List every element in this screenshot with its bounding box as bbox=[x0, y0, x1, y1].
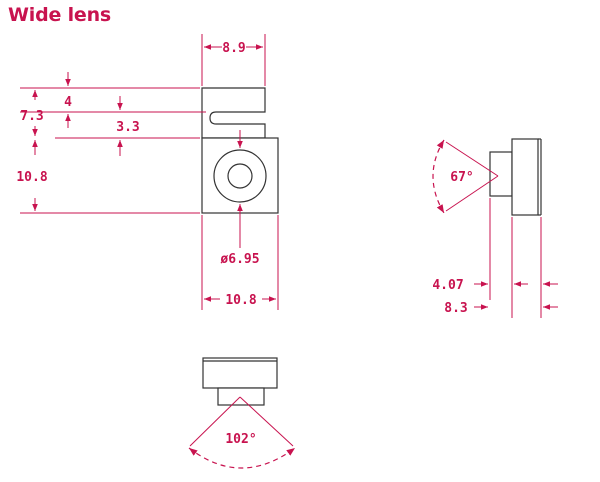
dim-notch-height: 3.3 bbox=[116, 120, 139, 135]
side-fov-label: 67° bbox=[450, 170, 473, 185]
bottom-body bbox=[202, 357, 278, 389]
bottom-fov-label: 102° bbox=[225, 432, 256, 447]
dim-lens-diameter: ø6.95 bbox=[220, 252, 259, 267]
side-fov-arc bbox=[432, 139, 445, 214]
front-view: 8.9 4 7.3 3.3 10.8 ø6.95 10.8 bbox=[16, 34, 279, 310]
dim-body-height: 10.8 bbox=[16, 170, 47, 185]
dim-lens-depth: 4.07 bbox=[432, 278, 463, 293]
camera-top-tab bbox=[201, 87, 266, 139]
dim-width-top: 8.9 bbox=[222, 41, 245, 56]
bottom-fov-arc bbox=[188, 447, 296, 469]
dim-body-width: 10.8 bbox=[225, 293, 256, 308]
side-view: 67° 4.07 8.3 bbox=[432, 138, 558, 318]
side-body bbox=[511, 138, 539, 216]
dim-total-height: 7.3 bbox=[20, 109, 43, 124]
dim-total-depth: 8.3 bbox=[444, 301, 467, 316]
title: Wide lens bbox=[8, 4, 112, 26]
side-lens bbox=[489, 151, 513, 197]
lens-inner bbox=[227, 163, 253, 189]
bottom-view: 102° bbox=[188, 357, 296, 469]
dim-top-height: 4 bbox=[64, 95, 72, 110]
bottom-lens bbox=[217, 387, 265, 406]
